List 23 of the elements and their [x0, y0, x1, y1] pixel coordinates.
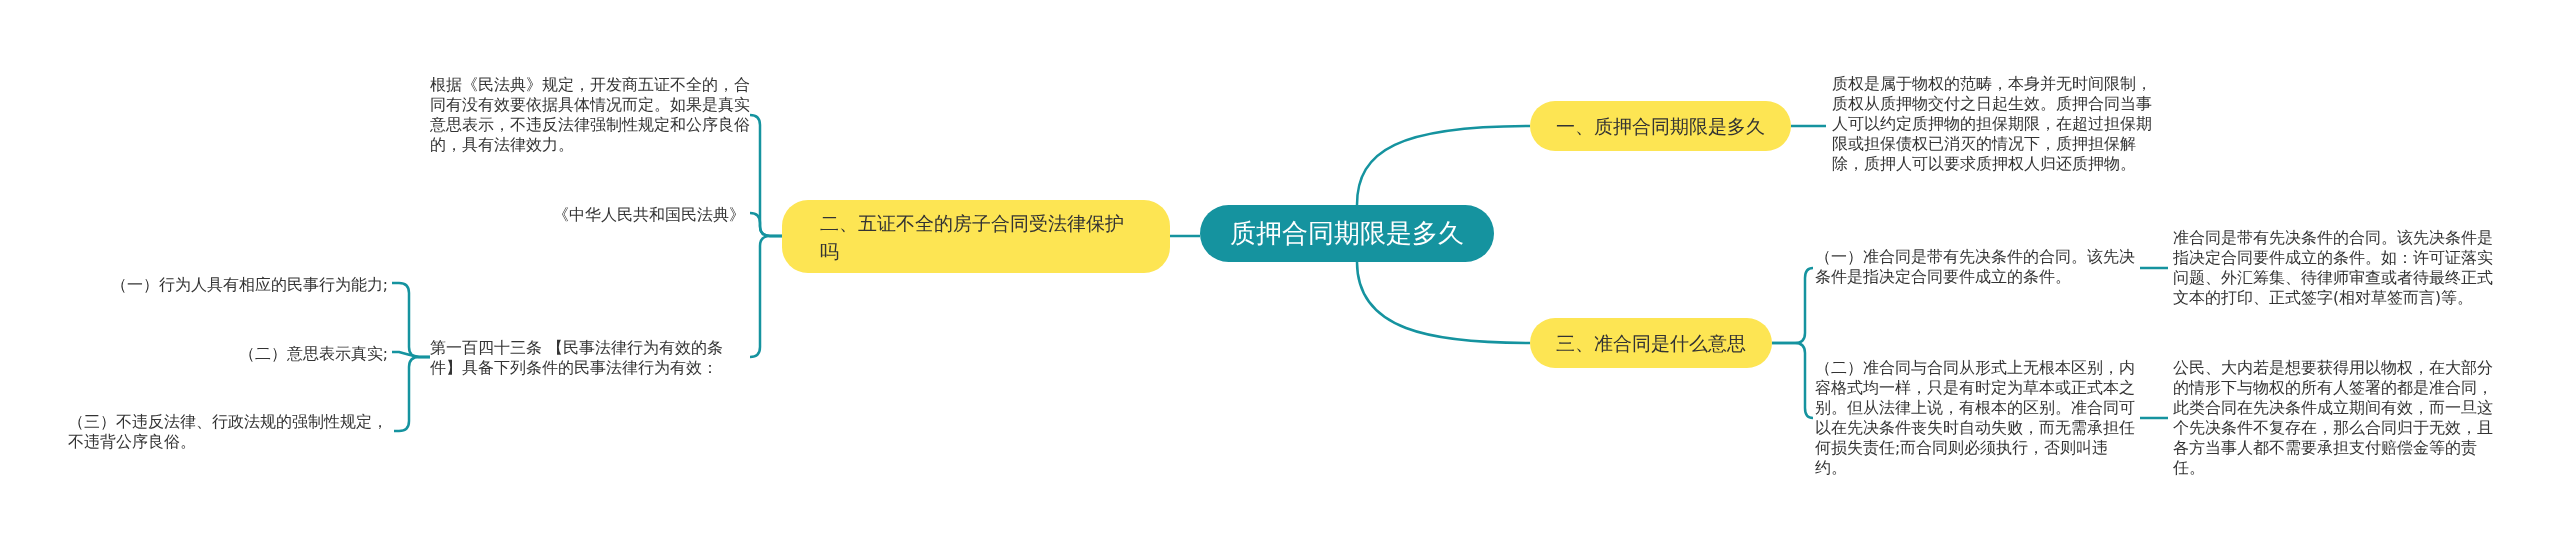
note-text: （一）行为人具有相应的民事行为能力; — [100, 275, 388, 295]
note-text: 《中华人民共和国民法典》 — [540, 205, 745, 225]
connector-line — [2140, 266, 2168, 270]
note-text: （三）不违反法律、行政法规的强制性规定，不违背公序良俗。 — [68, 412, 393, 452]
connector-line — [1355, 261, 1530, 345]
connector-line — [2140, 416, 2168, 420]
central-topic-box: 质押合同期限是多久 — [1200, 205, 1494, 262]
note-text: （二）准合同与合同从形式上无根本区别，内容格式均一样，只是有时定为草本或正式本之别。但从法律上说，有根本的区别。准合同可以在先决条件丧失时自动失败，而无需承担任何损失责任;而合同则必须执行，否则叫违约。 — [1815, 358, 2140, 478]
branch-box: 三、准合同是什么意思 — [1530, 318, 1772, 368]
branch-box: 二、五证不全的房子合同受法律保护吗 — [782, 200, 1170, 273]
connector-line — [1791, 124, 1826, 128]
branch-box: 一、质押合同期限是多久 — [1530, 101, 1791, 151]
connector-line — [1772, 341, 1814, 420]
connector-line — [1355, 124, 1531, 206]
note-text: 准合同是带有先决条件的合同。该先决条件是指决定合同要件成立的条件。如：许可证落实问题、外汇筹集、待律师审查或者待最终正式文本的打印、正式签字(相对草签而言)等。 — [2173, 228, 2498, 308]
note-text: （二）意思表示真实; — [200, 344, 388, 364]
note-text: （一）准合同是带有先决条件的合同。该先决条件是指决定合同要件成立的条件。 — [1815, 247, 2140, 287]
note-text: 根据《民法典》规定，开发商五证不全的，合同有没有效要依据具体情况而定。如果是真实意思表示，不违反法律强制性规定和公序良俗的，具有法律效力。 — [430, 75, 755, 155]
note-text: 公民、大内若是想要获得用以物权，在大部分的情形下与物权的所有人签署的都是准合同，此类合同在先决条件成立期间有效，而一旦这个先决条件不复存在，那么合同归于无效，且各方当事人都不需要承担支付赔偿金等的责任。 — [2173, 358, 2498, 478]
connector-line — [1170, 234, 1200, 238]
note-text: 质权是属于物权的范畴，本身并无时间限制，质权从质押物交付之日起生效。质押合同当事人可以约定质押物的担保期限，在超过担保期限或担保债权已消灭的情况下，质押担保解除，质押人可以要求质押权人归还质押物。 — [1832, 74, 2157, 174]
connector-line — [749, 234, 782, 359]
note-text: 第一百四十三条 【民事法律行为有效的条件】具备下列条件的民事法律行为有效： — [430, 338, 745, 378]
